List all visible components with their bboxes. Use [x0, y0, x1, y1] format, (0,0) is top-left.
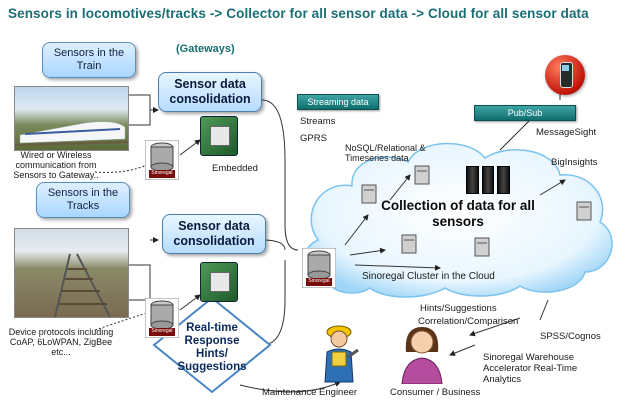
messagesight-label: MessageSight: [536, 127, 597, 138]
engineer-icon: [318, 322, 360, 384]
phone-icon: [545, 55, 585, 95]
server-icon: [473, 236, 491, 258]
warehouse-label: Sinoregal Warehouse Accelerator Real-Tim…: [483, 352, 578, 385]
gateway-device-icon: [200, 116, 238, 156]
database-icon: Sinoregal: [144, 139, 180, 181]
sensors-tracks-label: Sensors in the Tracks: [47, 187, 119, 212]
hints-label: Hints/Suggestions: [420, 303, 497, 314]
consolidation-bottom-label: Sensor data consolidation: [173, 219, 255, 248]
database-icon: Sinoregal: [301, 247, 337, 289]
streams-label: Streams: [300, 116, 336, 127]
tracks-photo: [14, 228, 129, 318]
gateways-label: (Gateways): [176, 43, 235, 55]
correlation-label: Correlation/Comparison: [418, 316, 519, 327]
cluster-label: Sinoregal Cluster in the Cloud: [362, 271, 495, 282]
cloud-shape: [302, 142, 613, 298]
db-brand: Sinoregal: [151, 170, 173, 176]
realtime-label: Real-time Response Hints/ Suggestions: [177, 322, 247, 373]
sensors-tracks-box: Sensors in the Tracks: [36, 182, 130, 218]
consolidation-box-top: Sensor data consolidation: [158, 72, 262, 112]
pubsub-label: Pub/Sub: [507, 108, 543, 118]
server-icon: [400, 233, 418, 255]
page-title: Sensors in locomotives/tracks -> Collect…: [8, 6, 589, 21]
consolidation-box-bottom: Sensor data consolidation: [162, 214, 266, 254]
streaming-data-box: Streaming data: [297, 94, 379, 110]
sensors-train-box: Sensors in the Train: [42, 42, 136, 78]
train-icon: [15, 121, 128, 146]
consumer-label: Consumer / Business: [390, 387, 481, 398]
nosql-label: NoSQL/Relational & Timeseries data: [345, 143, 426, 163]
gateway-device-icon: [200, 262, 238, 302]
consolidation-top-label: Sensor data consolidation: [169, 77, 251, 106]
cloud-title: Collection of data for all sensors: [381, 198, 535, 229]
maintenance-label: Maintenance Engineer: [262, 387, 358, 398]
pubsub-box: Pub/Sub: [474, 105, 576, 121]
biginsights-label: BigInsights: [551, 157, 598, 168]
server-icon: [466, 166, 511, 194]
tracks-icon: [54, 253, 111, 317]
wired-note: Wired or Wireless communication from Sen…: [13, 150, 99, 180]
gprs-label: GPRS: [300, 133, 327, 144]
database-icon: Sinoregal: [144, 297, 180, 339]
sensors-train-label: Sensors in the Train: [53, 47, 125, 72]
server-icon: [360, 183, 378, 205]
server-icon: [575, 200, 593, 222]
person-icon: [398, 322, 446, 385]
device-protocols-note: Device protocols including CoAP, 6LoWPAN…: [8, 327, 114, 357]
server-icon: [413, 164, 431, 186]
train-photo: [14, 86, 129, 151]
embedded-label: Embedded: [212, 163, 258, 174]
spss-label: SPSS/Cognos: [540, 331, 601, 342]
streaming-data-label: Streaming data: [307, 97, 369, 107]
db-brand: Sinoregal: [308, 278, 330, 284]
db-brand: Sinoregal: [151, 328, 173, 334]
